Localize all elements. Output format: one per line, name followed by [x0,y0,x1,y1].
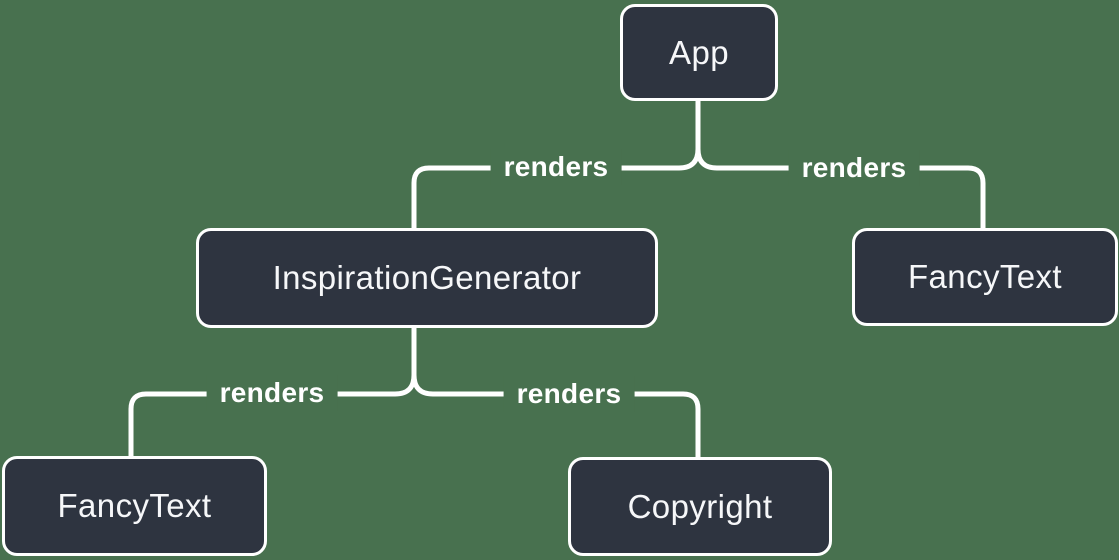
node-inspiration-generator: InspirationGenerator [196,228,658,328]
node-app: App [620,4,778,101]
node-inspiration-generator-label: InspirationGenerator [272,259,582,296]
node-fancytext-bottom-label: FancyText [57,487,212,524]
node-fancytext-bottom: FancyText [2,456,267,556]
edge-label-renders-3: renders [206,375,338,411]
edge-label-renders-1: renders [490,149,622,185]
node-fancytext-top-label: FancyText [908,258,1062,295]
edge-label-renders-2: renders [788,150,920,186]
node-app-label: App [669,33,729,71]
node-fancytext-top: FancyText [852,228,1118,326]
node-copyright-label: Copyright [627,487,773,525]
node-copyright: Copyright [568,457,832,556]
edge-label-renders-4: renders [503,376,635,412]
